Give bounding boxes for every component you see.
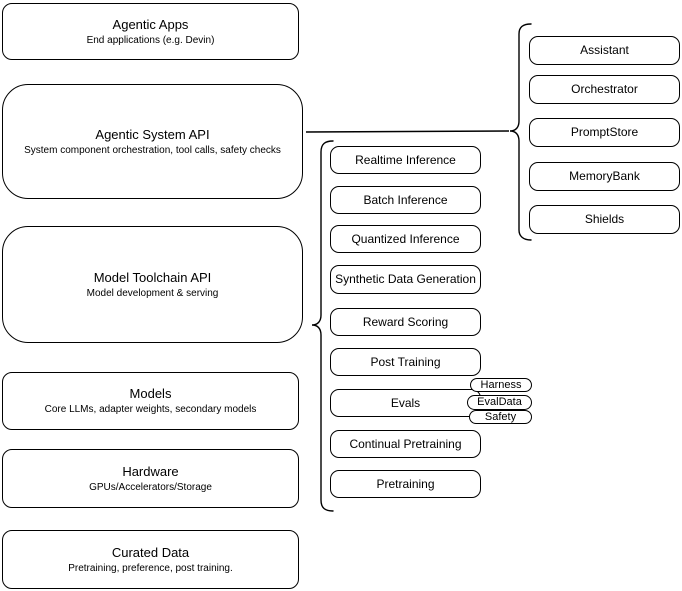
box-subtitle: End applications (e.g. Devin): [86, 34, 215, 46]
box-subtitle: Pretraining, preference, post training.: [68, 562, 233, 574]
box-subtitle: Core LLMs, adapter weights, secondary mo…: [44, 404, 257, 415]
box-title: Hardware: [122, 463, 179, 479]
shields-node: Shields: [529, 205, 680, 234]
model-toolchain-api-box: Model Toolchain API Model development & …: [2, 226, 303, 343]
system-components-brace: [509, 23, 532, 241]
pretraining-node: Pretraining: [330, 470, 481, 498]
hardware-box: Hardware GPUs/Accelerators/Storage: [2, 449, 299, 508]
orchestrator-node: Orchestrator: [529, 75, 680, 104]
continual-pretraining-node: Continual Pretraining: [330, 430, 481, 458]
promptstore-node: PromptStore: [529, 118, 680, 147]
agentic-apps-box: Agentic Apps End applications (e.g. Devi…: [2, 3, 299, 60]
curated-data-box: Curated Data Pretraining, preference, po…: [2, 530, 299, 589]
assistant-node: Assistant: [529, 36, 680, 65]
batch-inference-node: Batch Inference: [330, 186, 481, 214]
realtime-inference-node: Realtime Inference: [330, 146, 481, 174]
evals-node: Evals: [330, 389, 481, 417]
agentic-system-api-box: Agentic System API System component orch…: [2, 84, 303, 199]
quantized-inference-node: Quantized Inference: [330, 225, 481, 253]
evaldata-pill: EvalData: [467, 395, 532, 410]
synthetic-data-generation-node: Synthetic Data Generation: [330, 265, 481, 294]
box-title: Agentic Apps: [112, 16, 189, 32]
box-subtitle: GPUs/Accelerators/Storage: [89, 481, 212, 493]
memorybank-node: MemoryBank: [529, 162, 680, 191]
models-box: Models Core LLMs, adapter weights, secon…: [2, 372, 299, 430]
box-title: Curated Data: [111, 544, 190, 560]
box-title: Model Toolchain API: [93, 269, 212, 285]
box-title: Agentic System API: [95, 126, 210, 142]
system-api-to-components-line: [305, 130, 510, 133]
box-title: Models: [129, 386, 172, 401]
reward-scoring-node: Reward Scoring: [330, 308, 481, 336]
box-subtitle: Model development & serving: [86, 287, 219, 299]
harness-pill: Harness: [470, 378, 532, 392]
box-subtitle: System component orchestration, tool cal…: [24, 144, 281, 156]
post-training-node: Post Training: [330, 348, 481, 376]
safety-pill: Safety: [469, 410, 532, 424]
